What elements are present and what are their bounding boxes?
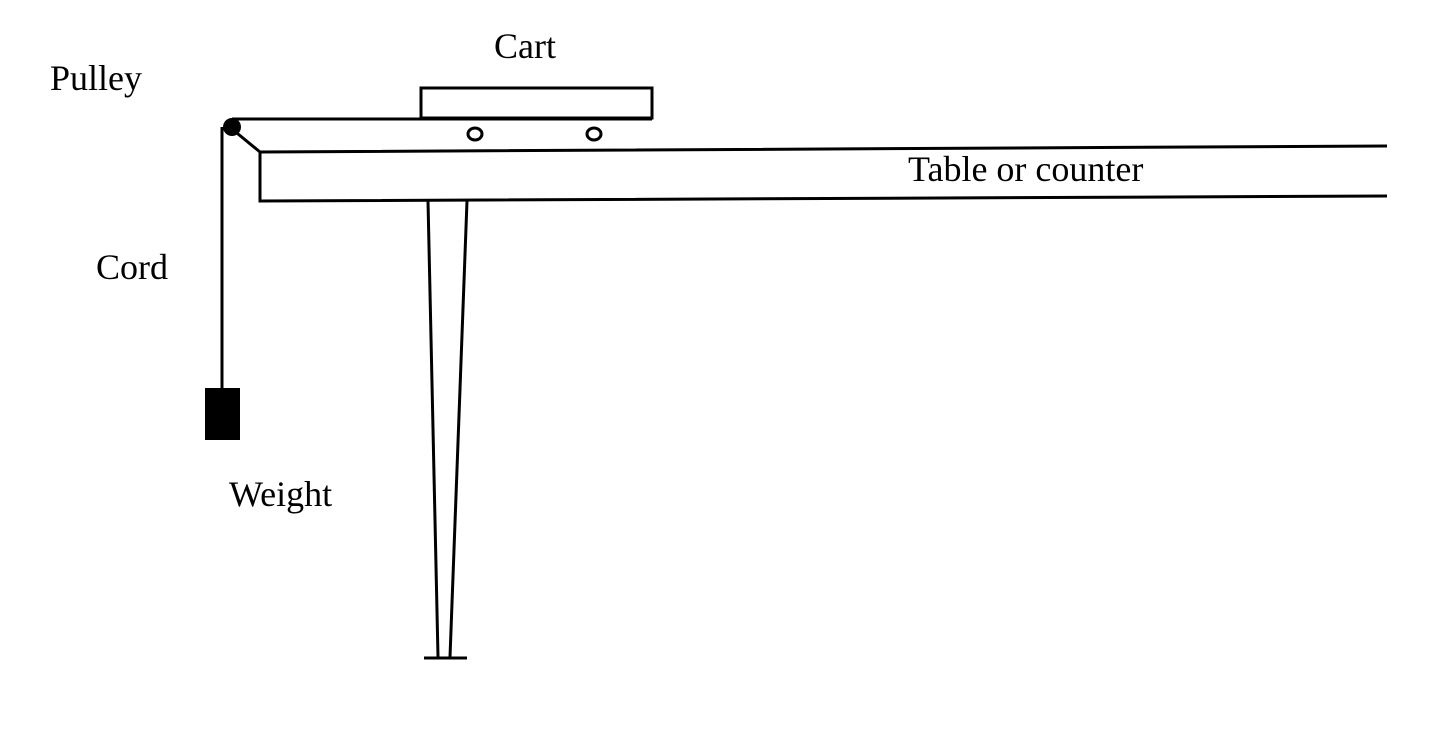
cart-wheel-left bbox=[466, 126, 484, 142]
label-weight: Weight bbox=[229, 474, 332, 514]
cart-wheel-right bbox=[585, 126, 603, 142]
pulley-wheel bbox=[223, 118, 241, 136]
label-cart: Cart bbox=[494, 26, 556, 66]
label-pulley: Pulley bbox=[50, 58, 142, 98]
weight-block bbox=[205, 388, 240, 440]
table-top bbox=[258, 144, 1388, 203]
table-leg bbox=[424, 200, 469, 660]
label-cord: Cord bbox=[96, 247, 168, 287]
cart-body bbox=[419, 86, 654, 120]
label-table: Table or counter bbox=[908, 149, 1143, 189]
